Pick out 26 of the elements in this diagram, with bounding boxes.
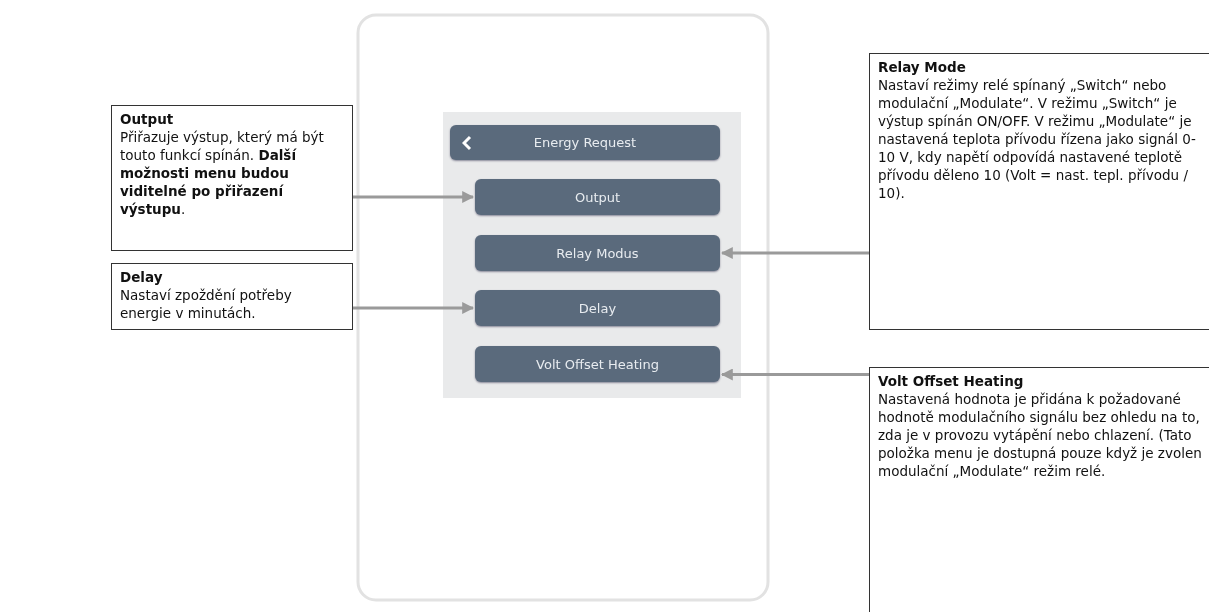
callout-box (869, 53, 1209, 330)
callout-heading: Relay Mode (878, 58, 967, 76)
menu-button (475, 290, 720, 326)
arrow (353, 302, 475, 314)
menu-button (475, 235, 720, 271)
callout-text: Přiřazuje výstup, který má být touto funkcí spínán. Další možnosti menu budou viditelné po přiřazení výstupu. (120, 128, 325, 218)
callout-heading: Volt Offset Heating (878, 372, 1025, 390)
button-label: Delay (578, 300, 617, 316)
callout-heading: Output (120, 110, 175, 128)
arrow (720, 247, 869, 259)
button-label: Relay Modus (556, 245, 639, 261)
button-label: Energy Request (533, 135, 637, 150)
arrow (353, 191, 475, 203)
arrow (720, 368, 869, 381)
callout-box (111, 263, 353, 330)
button-label: Output (574, 189, 621, 205)
callout-box (869, 367, 1209, 612)
menu-button (475, 179, 720, 215)
menu-button (475, 346, 720, 382)
callout-heading: Delay (120, 268, 164, 286)
button-label: Volt Offset Heating (536, 356, 659, 372)
callout-text: Nastaví režimy relé spínaný „Switch“ nebo modulační „Modulate“. V režimu „Switch“ je výstup spínán ON/OFF. V režimu „Modulate“ je nastavená teplota přívodu řízena jako signál 0-10 V, kdy napětí odpovídá nastavené teplotě přívodu děleno 10 (Volt = nast. tepl. přívodu / 10). (878, 76, 1197, 202)
callout-text: Nastaví zpoždění potřeby energie v minutách. (120, 286, 293, 322)
header-bar (450, 125, 720, 160)
callout-text: Nastavená hodnota je přidána k požadované hodnotě modulačního signálu bez ohledu na to, zda je v provozu vytápění nebo chlazení. (Tato položka menu je dostupná pouze když je zvolen modulační „Modulate“ režim relé. (878, 390, 1203, 480)
callout-box (111, 105, 353, 251)
